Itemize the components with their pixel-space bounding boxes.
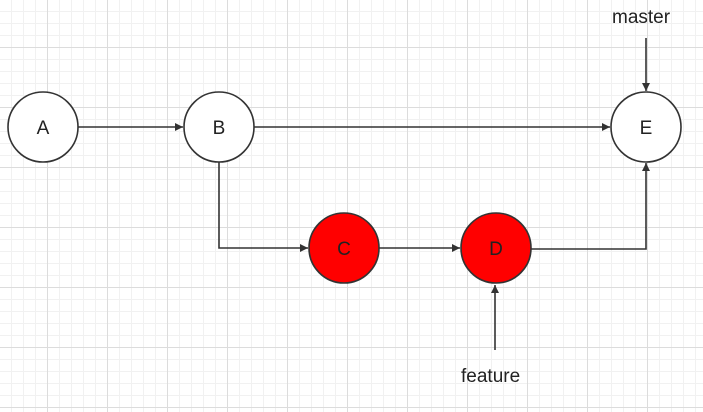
commit-node-a-label: A — [37, 118, 50, 139]
commit-node-b-label: B — [213, 118, 226, 139]
commit-node-e[interactable]: E — [610, 91, 682, 163]
commit-node-e-circle — [610, 91, 682, 163]
edge-b-to-c — [218, 162, 308, 252]
commit-node-d-circle — [460, 212, 532, 284]
commit-node-c-circle — [308, 212, 380, 284]
commit-node-e-label: E — [640, 118, 653, 139]
commit-node-a-circle — [7, 91, 79, 163]
commit-node-c-label: C — [337, 239, 351, 260]
commit-node-d[interactable]: D — [460, 212, 532, 284]
commit-node-d-label: D — [489, 239, 503, 260]
edge-d-to-e — [531, 163, 650, 250]
branch-label-master: master — [612, 7, 671, 28]
commit-node-a[interactable]: A — [7, 91, 79, 163]
commit-node-b[interactable]: B — [183, 91, 255, 163]
commit-node-b-circle — [183, 91, 255, 163]
commit-node-c[interactable]: C — [308, 212, 380, 284]
branch-label-feature: feature — [461, 366, 521, 387]
